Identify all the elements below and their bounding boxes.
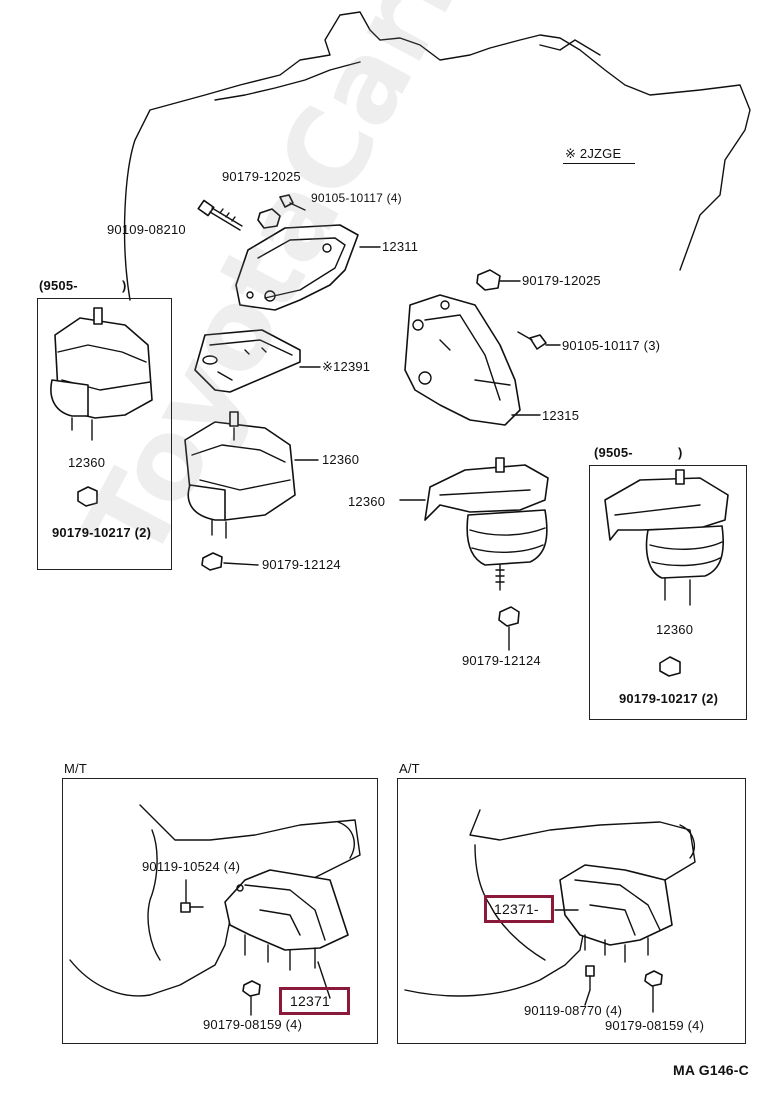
at-nut-label[interactable]: 90179-08159 (4) (605, 1018, 705, 1033)
label-90105-10117-4[interactable]: 90105-10117 (4) (311, 191, 402, 205)
label-90179-12025-right[interactable]: 90179-12025 (522, 273, 601, 288)
left-box-nut-label[interactable]: 90179-10217 (2) (52, 525, 152, 540)
right-box-12360-label[interactable]: 12360 (656, 622, 694, 637)
engine-variant-underline (563, 163, 635, 164)
bracket-12311 (235, 224, 381, 311)
bracket-12315 (404, 294, 541, 426)
label-12360-center[interactable]: 12360 (322, 452, 360, 467)
right-box-nut-label[interactable]: 90179-10217 (2) (619, 691, 719, 706)
left-box-date-close: ) (122, 278, 127, 293)
bolt-90105-10117-top (279, 194, 306, 211)
label-90109-08210[interactable]: 90109-08210 (107, 222, 186, 237)
label-12360-right-mount[interactable]: 12360 (348, 494, 386, 509)
at-part-label[interactable]: 12371- (494, 901, 539, 917)
left-box-nut (77, 486, 98, 507)
at-box (397, 778, 746, 1044)
nut-90179-12124-right (498, 606, 520, 627)
mt-transmission (69, 804, 361, 997)
insulator-12391 (194, 329, 321, 393)
nut-90179-12025-top (257, 208, 281, 229)
left-box-date-label: (9505- (39, 278, 78, 293)
right-box-date-label: (9505- (594, 445, 633, 460)
nut-90179-12025-right (476, 269, 501, 291)
label-12391[interactable]: ※12391 (322, 359, 371, 374)
mt-nut (242, 980, 261, 997)
label-90179-12025-top[interactable]: 90179-12025 (222, 169, 301, 184)
right-box-date-close: ) (678, 445, 683, 460)
mt-nut-label[interactable]: 90179-08159 (4) (203, 1017, 303, 1032)
mt-title: M/T (64, 761, 87, 776)
mount-12360-center (184, 411, 319, 539)
engine-outline (123, 11, 751, 301)
right-box-nut (659, 656, 681, 677)
mt-mount-12371 (224, 869, 349, 971)
nut-90179-12124-left (201, 552, 223, 571)
label-90179-12124-left[interactable]: 90179-12124 (262, 557, 341, 572)
bolt-90105-10117-right (517, 331, 561, 350)
at-bolt-label[interactable]: 90119-08770 (4) (524, 1003, 623, 1018)
mt-bolt (180, 879, 204, 913)
right-box-mount-12360 (604, 469, 729, 606)
at-transmission (404, 809, 696, 997)
label-90105-10117-3[interactable]: 90105-10117 (3) (562, 338, 661, 353)
at-mount-12371 (559, 864, 673, 963)
at-part-highlight[interactable] (484, 895, 554, 923)
mount-12360-right (399, 457, 549, 591)
right-variant-box (589, 465, 747, 720)
mt-box (62, 778, 378, 1044)
label-90179-12124-right[interactable]: 90179-12124 (462, 653, 541, 668)
mt-part-highlight[interactable] (279, 987, 350, 1015)
at-nut (644, 970, 663, 987)
bolt-90109-08210 (197, 199, 243, 231)
at-title: A/T (399, 761, 420, 776)
diagram-code: MA G146-C (673, 1062, 749, 1078)
left-variant-box (37, 298, 172, 570)
left-box-mount-12360 (50, 307, 153, 441)
mt-part-label[interactable]: 12371 (290, 993, 330, 1009)
left-box-12360-label[interactable]: 12360 (68, 455, 106, 470)
label-12311[interactable]: 12311 (382, 239, 419, 254)
mt-bolt-label[interactable]: 90119-10524 (4) (142, 859, 241, 874)
engine-variant-label: ※ 2JZGE (565, 146, 622, 161)
label-12315[interactable]: 12315 (542, 408, 580, 423)
